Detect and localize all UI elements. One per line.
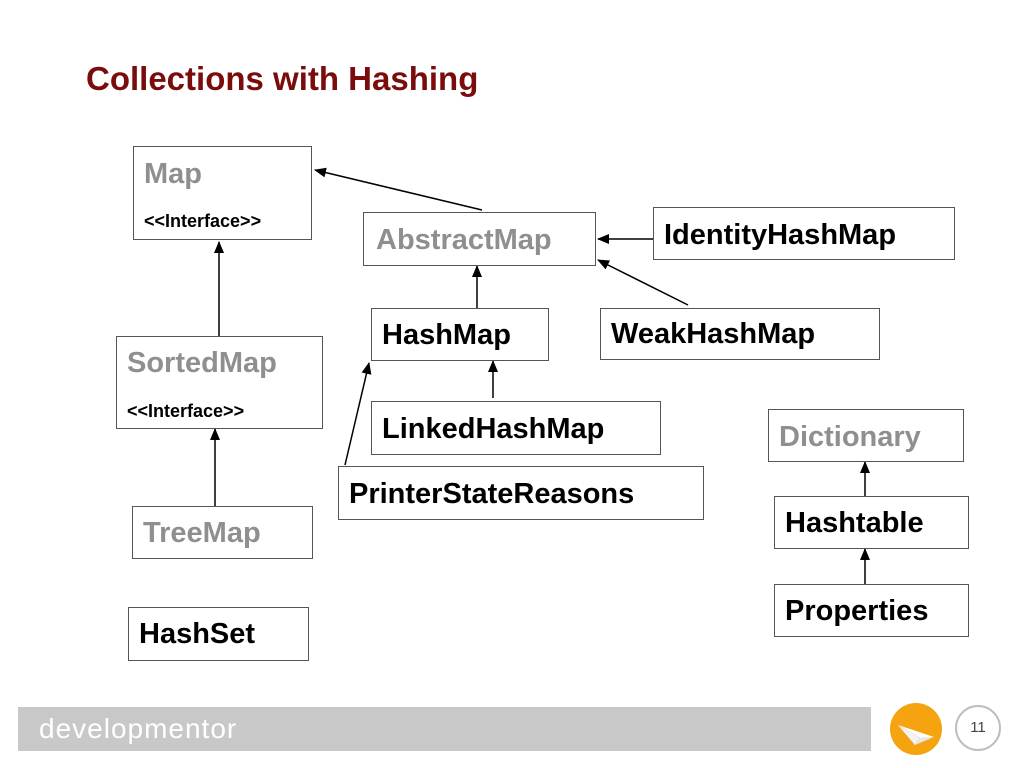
node-hashmap-name: HashMap [382, 319, 511, 351]
node-map-stereotype: <<Interface>> [144, 211, 262, 231]
node-sortedmap: SortedMap <<Interface>> [116, 336, 323, 429]
node-sortedmap-stereotype: <<Interface>> [127, 401, 245, 421]
node-map: Map <<Interface>> [133, 146, 312, 240]
node-abstractmap: AbstractMap [363, 212, 596, 266]
node-hashset-name: HashSet [139, 618, 256, 650]
node-hashtable-name: Hashtable [785, 507, 924, 539]
node-identityhashmap-name: IdentityHashMap [664, 219, 897, 251]
brand-wordmark: developmentor [39, 713, 238, 744]
footer-bar: developmentor [18, 707, 871, 751]
node-linkedhashmap-name: LinkedHashMap [382, 413, 605, 445]
node-printerstatereasons: PrinterStateReasons [338, 466, 704, 520]
node-sortedmap-name: SortedMap [127, 347, 277, 379]
arrow-printerstatereasons-to-hashmap [344, 362, 372, 466]
node-weakhashmap-name: WeakHashMap [611, 318, 816, 350]
node-printerstatereasons-name: PrinterStateReasons [349, 478, 635, 510]
page-number: 11 [955, 705, 1001, 751]
node-properties: Properties [774, 584, 969, 637]
node-map-name: Map [144, 158, 202, 190]
node-abstractmap-name: AbstractMap [376, 224, 552, 256]
node-dictionary-name: Dictionary [779, 421, 921, 453]
node-linkedhashmap: LinkedHashMap [371, 401, 661, 455]
node-treemap-name: TreeMap [143, 517, 261, 549]
node-identityhashmap: IdentityHashMap [653, 207, 955, 260]
arrow-abstractmap-to-map [314, 167, 483, 211]
slide-title: Collections with Hashing [86, 60, 479, 97]
node-dictionary: Dictionary [768, 409, 964, 462]
arrow-weakhashmap-to-abstractmap [597, 259, 689, 306]
node-treemap: TreeMap [132, 506, 313, 559]
node-hashset: HashSet [128, 607, 309, 661]
paper-plane-icon [890, 703, 942, 755]
node-hashtable: Hashtable [774, 496, 969, 549]
node-hashmap: HashMap [371, 308, 549, 361]
node-properties-name: Properties [785, 595, 929, 627]
node-weakhashmap: WeakHashMap [600, 308, 880, 360]
